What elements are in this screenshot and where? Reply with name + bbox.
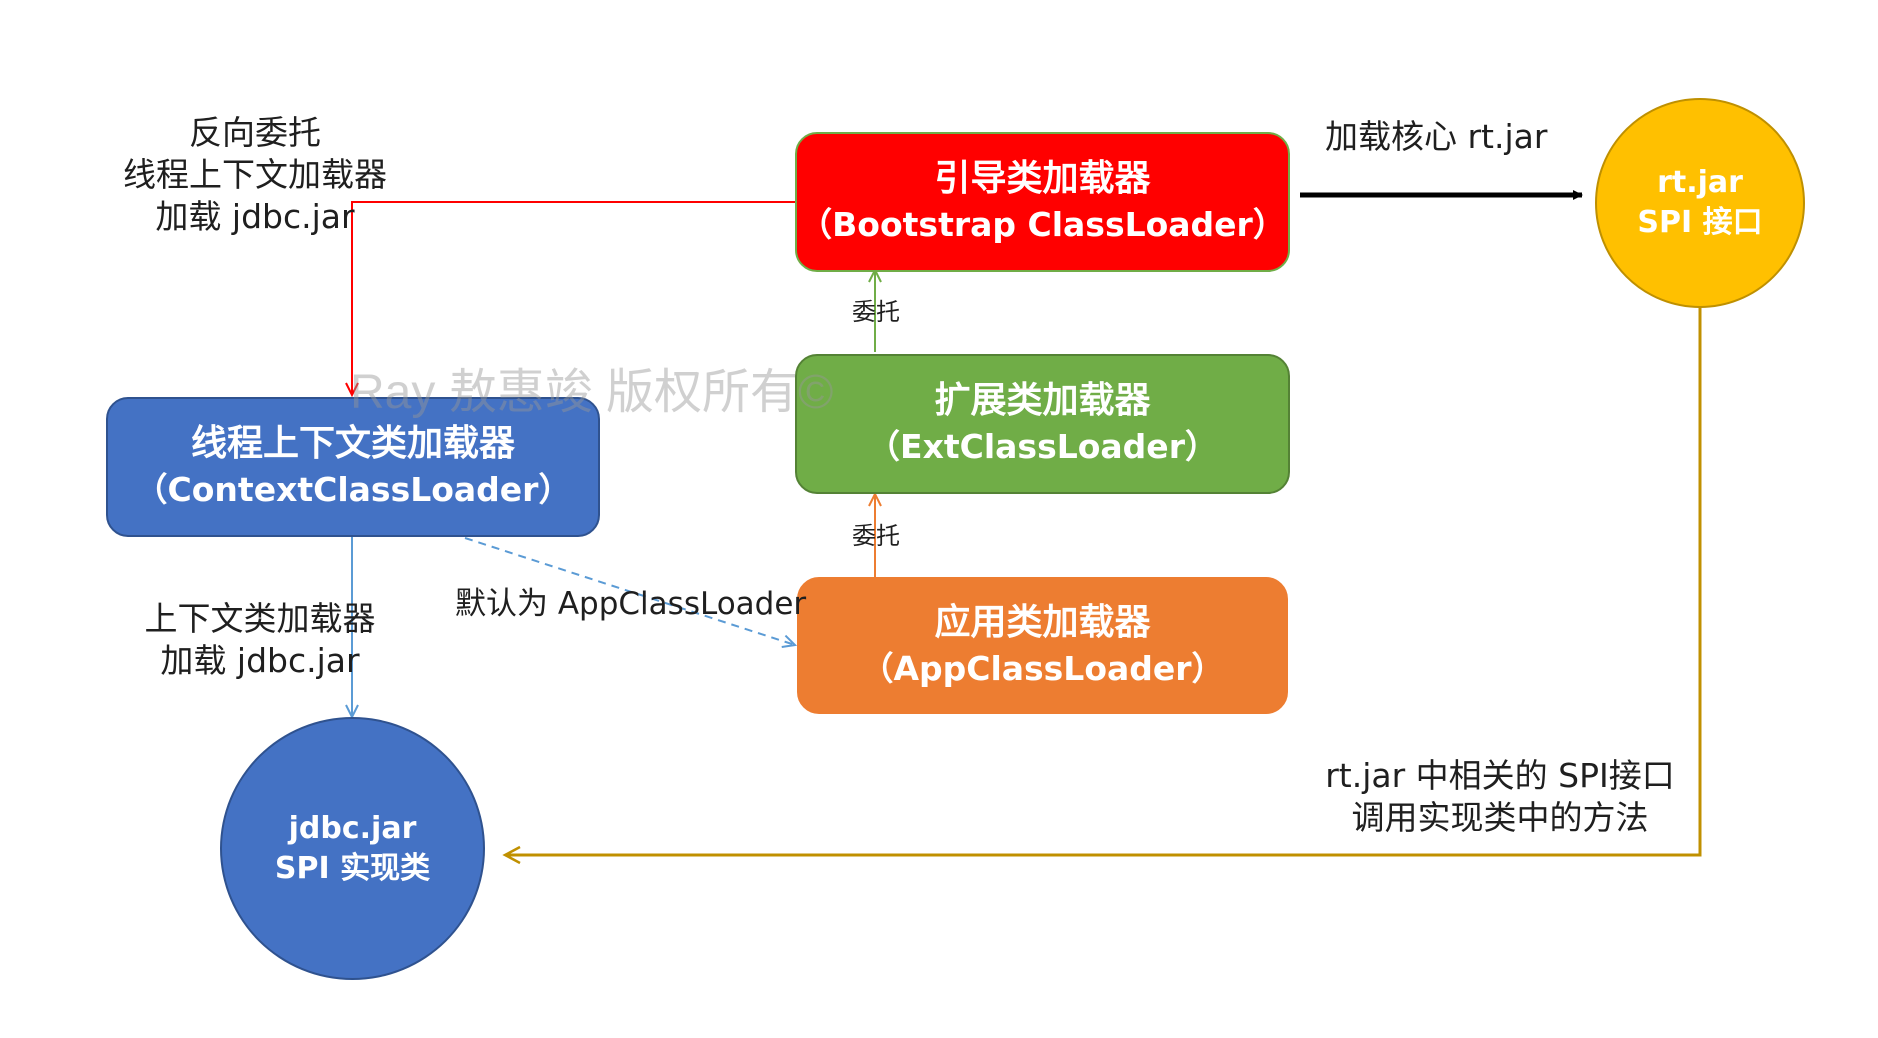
bootstrap-subtitle: （Bootstrap ClassLoader） (799, 205, 1286, 244)
ext-classloader-box: 扩展类加载器 （ExtClassLoader） (795, 354, 1290, 494)
context-title: 线程上下文类加载器 (190, 423, 515, 464)
spi-call-arrow (502, 307, 1702, 865)
delegate-app-label: 委托 (852, 522, 900, 550)
load-core-label: 加载核心 rt.jar (1325, 117, 1548, 156)
spi-call-label: rt.jar 中相关的 SPI接口 调用实现类中的方法 (1325, 756, 1675, 837)
context-load-label: 上下文类加载器 加载 jdbc.jar (144, 599, 376, 680)
rtjar-line1: rt.jar (1657, 165, 1743, 200)
reverse-delegation-label: 反向委托 线程上下文加载器 加载 jdbc.jar (123, 113, 387, 236)
bootstrap-title: 引导类加载器 (934, 158, 1151, 199)
delegate-ext-label: 委托 (852, 298, 900, 326)
ext-subtitle: （ExtClassLoader） (867, 427, 1218, 466)
default-app-label: 默认为 AppClassLoader (455, 586, 807, 622)
bootstrap-classloader-box: 引导类加载器 （Bootstrap ClassLoader） (795, 132, 1290, 272)
rtjar-line2: SPI 接口 (1637, 205, 1763, 240)
reverse-delegation-arrow (352, 201, 795, 395)
ext-title: 扩展类加载器 (934, 380, 1151, 421)
jdbcjar-line1: jdbc.jar (288, 810, 417, 846)
context-subtitle: （ContextClassLoader） (134, 470, 572, 509)
jdbcjar-spi-impl-circle: jdbc.jar SPI 实现类 (220, 717, 485, 980)
copyright-watermark: Ray 敖惠竣 版权所有© (350, 366, 834, 419)
rtjar-spi-interface-circle: rt.jar SPI 接口 (1595, 98, 1805, 308)
context-classloader-box: 线程上下文类加载器 （ContextClassLoader） (106, 397, 600, 537)
jdbcjar-line2: SPI 实现类 (274, 850, 431, 886)
app-title: 应用类加载器 (934, 601, 1151, 643)
app-classloader-box: 应用类加载器 （AppClassLoader） (797, 577, 1288, 714)
default-app-arrow (464, 537, 795, 645)
app-subtitle: （AppClassLoader） (860, 648, 1225, 688)
